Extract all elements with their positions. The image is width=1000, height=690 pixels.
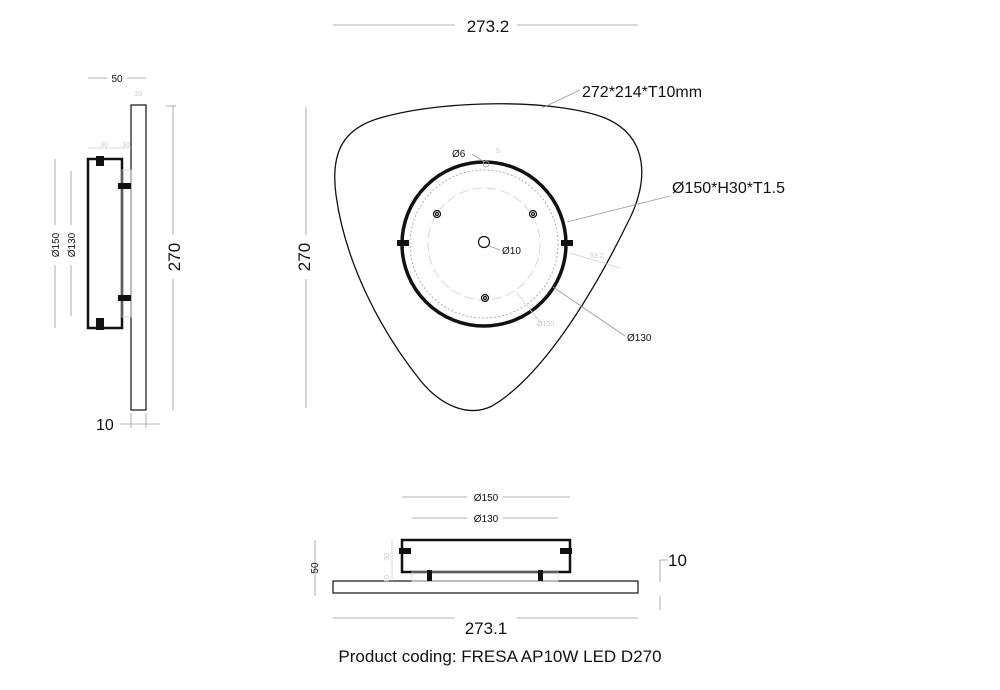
bottom-view: Ø150 Ø130 50 30 10 10 273.1: [310, 490, 687, 638]
radius-note-label: 53.2: [590, 253, 604, 260]
side-plate: [130, 104, 147, 411]
bottom-width-dim: 273.1: [465, 619, 508, 638]
front-screw-left: [397, 240, 409, 246]
front-width-dim: 273.2: [467, 17, 510, 36]
front-center-hole: [477, 235, 491, 249]
side-dia-inner: Ø130: [67, 232, 78, 257]
bottom-dia-outer: Ø150: [474, 493, 499, 504]
side-screws: [96, 156, 131, 330]
bottom-plate: [332, 580, 639, 594]
bottom-dia-inner: Ø130: [474, 514, 499, 525]
bottom-screws: [399, 548, 572, 581]
front-height-dim: 270: [295, 243, 314, 271]
side-box-depth-label: 30: [100, 142, 108, 149]
bolt-circle-label: Ø100: [537, 321, 554, 328]
front-mount-holes: [432, 209, 538, 303]
side-dia-outer: Ø150: [51, 232, 62, 257]
side-led-strip: [121, 169, 132, 318]
front-view: 273.2 270 272*214*T10mm Ø150*H30*T1.5 Ø6…: [294, 14, 785, 412]
small-hole-label: Ø6: [452, 149, 466, 160]
center-hole-label: Ø10: [502, 246, 521, 257]
front-screw-right: [561, 240, 573, 246]
inner-dia-label: Ø130: [627, 333, 652, 344]
bottom-total-depth: 50: [310, 562, 321, 574]
bottom-box: [400, 538, 572, 574]
bottom-gap: 10: [384, 575, 391, 583]
product-coding: Product coding: FRESA AP10W LED D270: [338, 647, 661, 666]
front-plate-outline: [334, 103, 643, 412]
side-thickness-dim: 10: [96, 417, 114, 434]
bottom-thickness-dim: 10: [668, 551, 687, 570]
side-view: 50 10 30 10 Ø150 Ø130 270 10: [50, 71, 184, 434]
bottom-led-strip: [411, 571, 559, 582]
side-plate-thickness-label: 10: [134, 91, 142, 98]
small-hole-offset-label: 5: [496, 148, 500, 155]
side-box: [86, 157, 124, 330]
front-bolt-circle: [427, 187, 541, 301]
front-inner-ring: [409, 169, 559, 319]
side-gap-label: 10: [122, 142, 130, 149]
side-depth-dim: 50: [111, 74, 123, 85]
bottom-box-depth: 30: [384, 553, 391, 561]
box-spec-label: Ø150*H30*T1.5: [672, 180, 785, 197]
plate-spec-label: 272*214*T10mm: [582, 84, 702, 101]
side-height-dim: 270: [165, 243, 184, 271]
